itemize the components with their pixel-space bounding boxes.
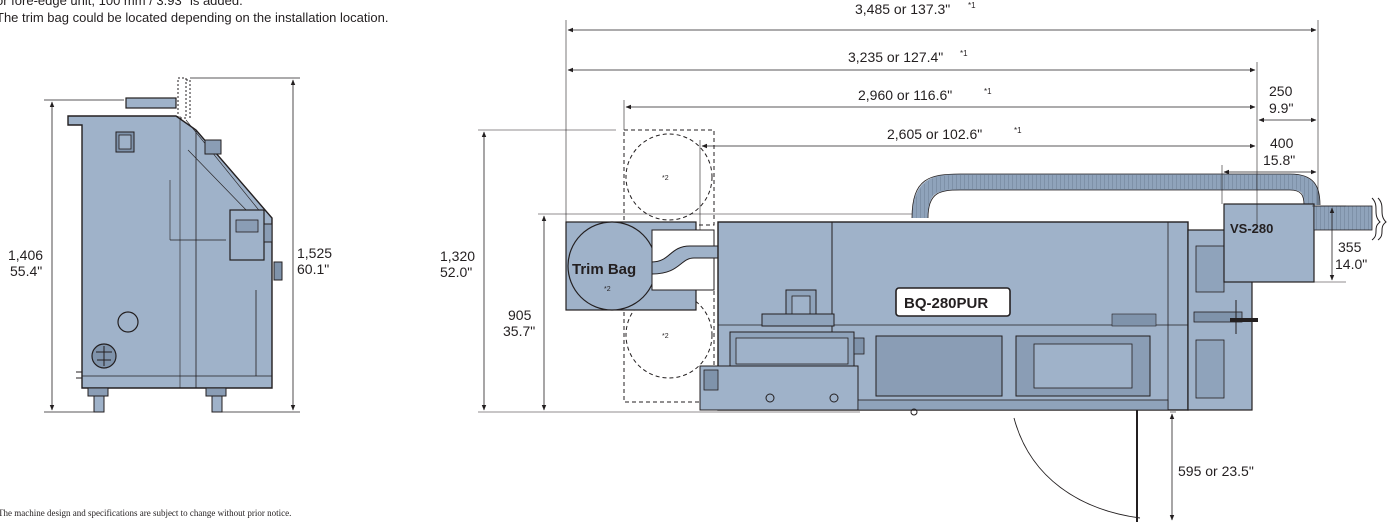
dim-250-mm: 250	[1269, 83, 1293, 99]
note-fore-edge: or fore-edge unit, 100 mm / 3.93" is add…	[0, 0, 243, 8]
dim-length-4: 2,605 or 102.6"	[887, 126, 982, 142]
side-height-right-in: 60.1"	[297, 261, 329, 277]
note-trim-bag: The trim bag could be located depending …	[0, 10, 389, 25]
side-view-dimensions: 1,406 55.4" 1,525 60.1"	[8, 77, 332, 413]
vacuum-label: VS-280	[1230, 221, 1273, 236]
dim-355-in: 14.0"	[1335, 256, 1367, 272]
dim-1320-mm: 1,320	[440, 248, 475, 264]
side-height-left-mm: 1,406	[8, 247, 43, 263]
dim-length-3: 2,960 or 116.6"	[858, 87, 952, 103]
dim-total-length: 3,485 or 137.3"	[855, 1, 950, 17]
trim-bag-mark: *2	[604, 286, 611, 293]
side-height-right-mm: 1,525	[297, 245, 332, 261]
dim-length-3-mark: *1	[984, 87, 992, 96]
dim-length-2-mark: *1	[960, 49, 968, 58]
dim-total-mark: *1	[968, 1, 976, 10]
trim-bag-alt-bottom-mark: *2	[662, 333, 669, 340]
dim-400-in: 15.8"	[1263, 152, 1295, 168]
side-view	[67, 77, 283, 413]
dim-905-in: 35.7"	[503, 323, 535, 339]
trim-bag-label: Trim Bag	[572, 261, 636, 278]
top-view-dimensions: 3,485 or 137.3" *1 3,235 or 127.4" *1 2,…	[440, 1, 1367, 521]
dim-length-4-mark: *1	[1014, 126, 1022, 135]
trim-bag-alt-top-mark: *2	[662, 175, 669, 182]
side-height-left-in: 55.4"	[10, 263, 42, 279]
dim-length-2: 3,235 or 127.4"	[848, 49, 943, 65]
dim-250-in: 9.9"	[1269, 100, 1293, 116]
dim-400-mm: 400	[1270, 135, 1294, 151]
dim-905-mm: 905	[508, 307, 532, 323]
dim-1320-in: 52.0"	[440, 264, 472, 280]
model-label: BQ-280PUR	[904, 295, 988, 312]
top-view: *2 *2 Trim Bag *2 BQ-280PUR	[565, 129, 1387, 522]
note-disclaimer: The machine design and specifications ar…	[0, 508, 292, 518]
dim-355-mm: 355	[1338, 239, 1362, 255]
dim-595: 595 or 23.5"	[1178, 463, 1254, 479]
